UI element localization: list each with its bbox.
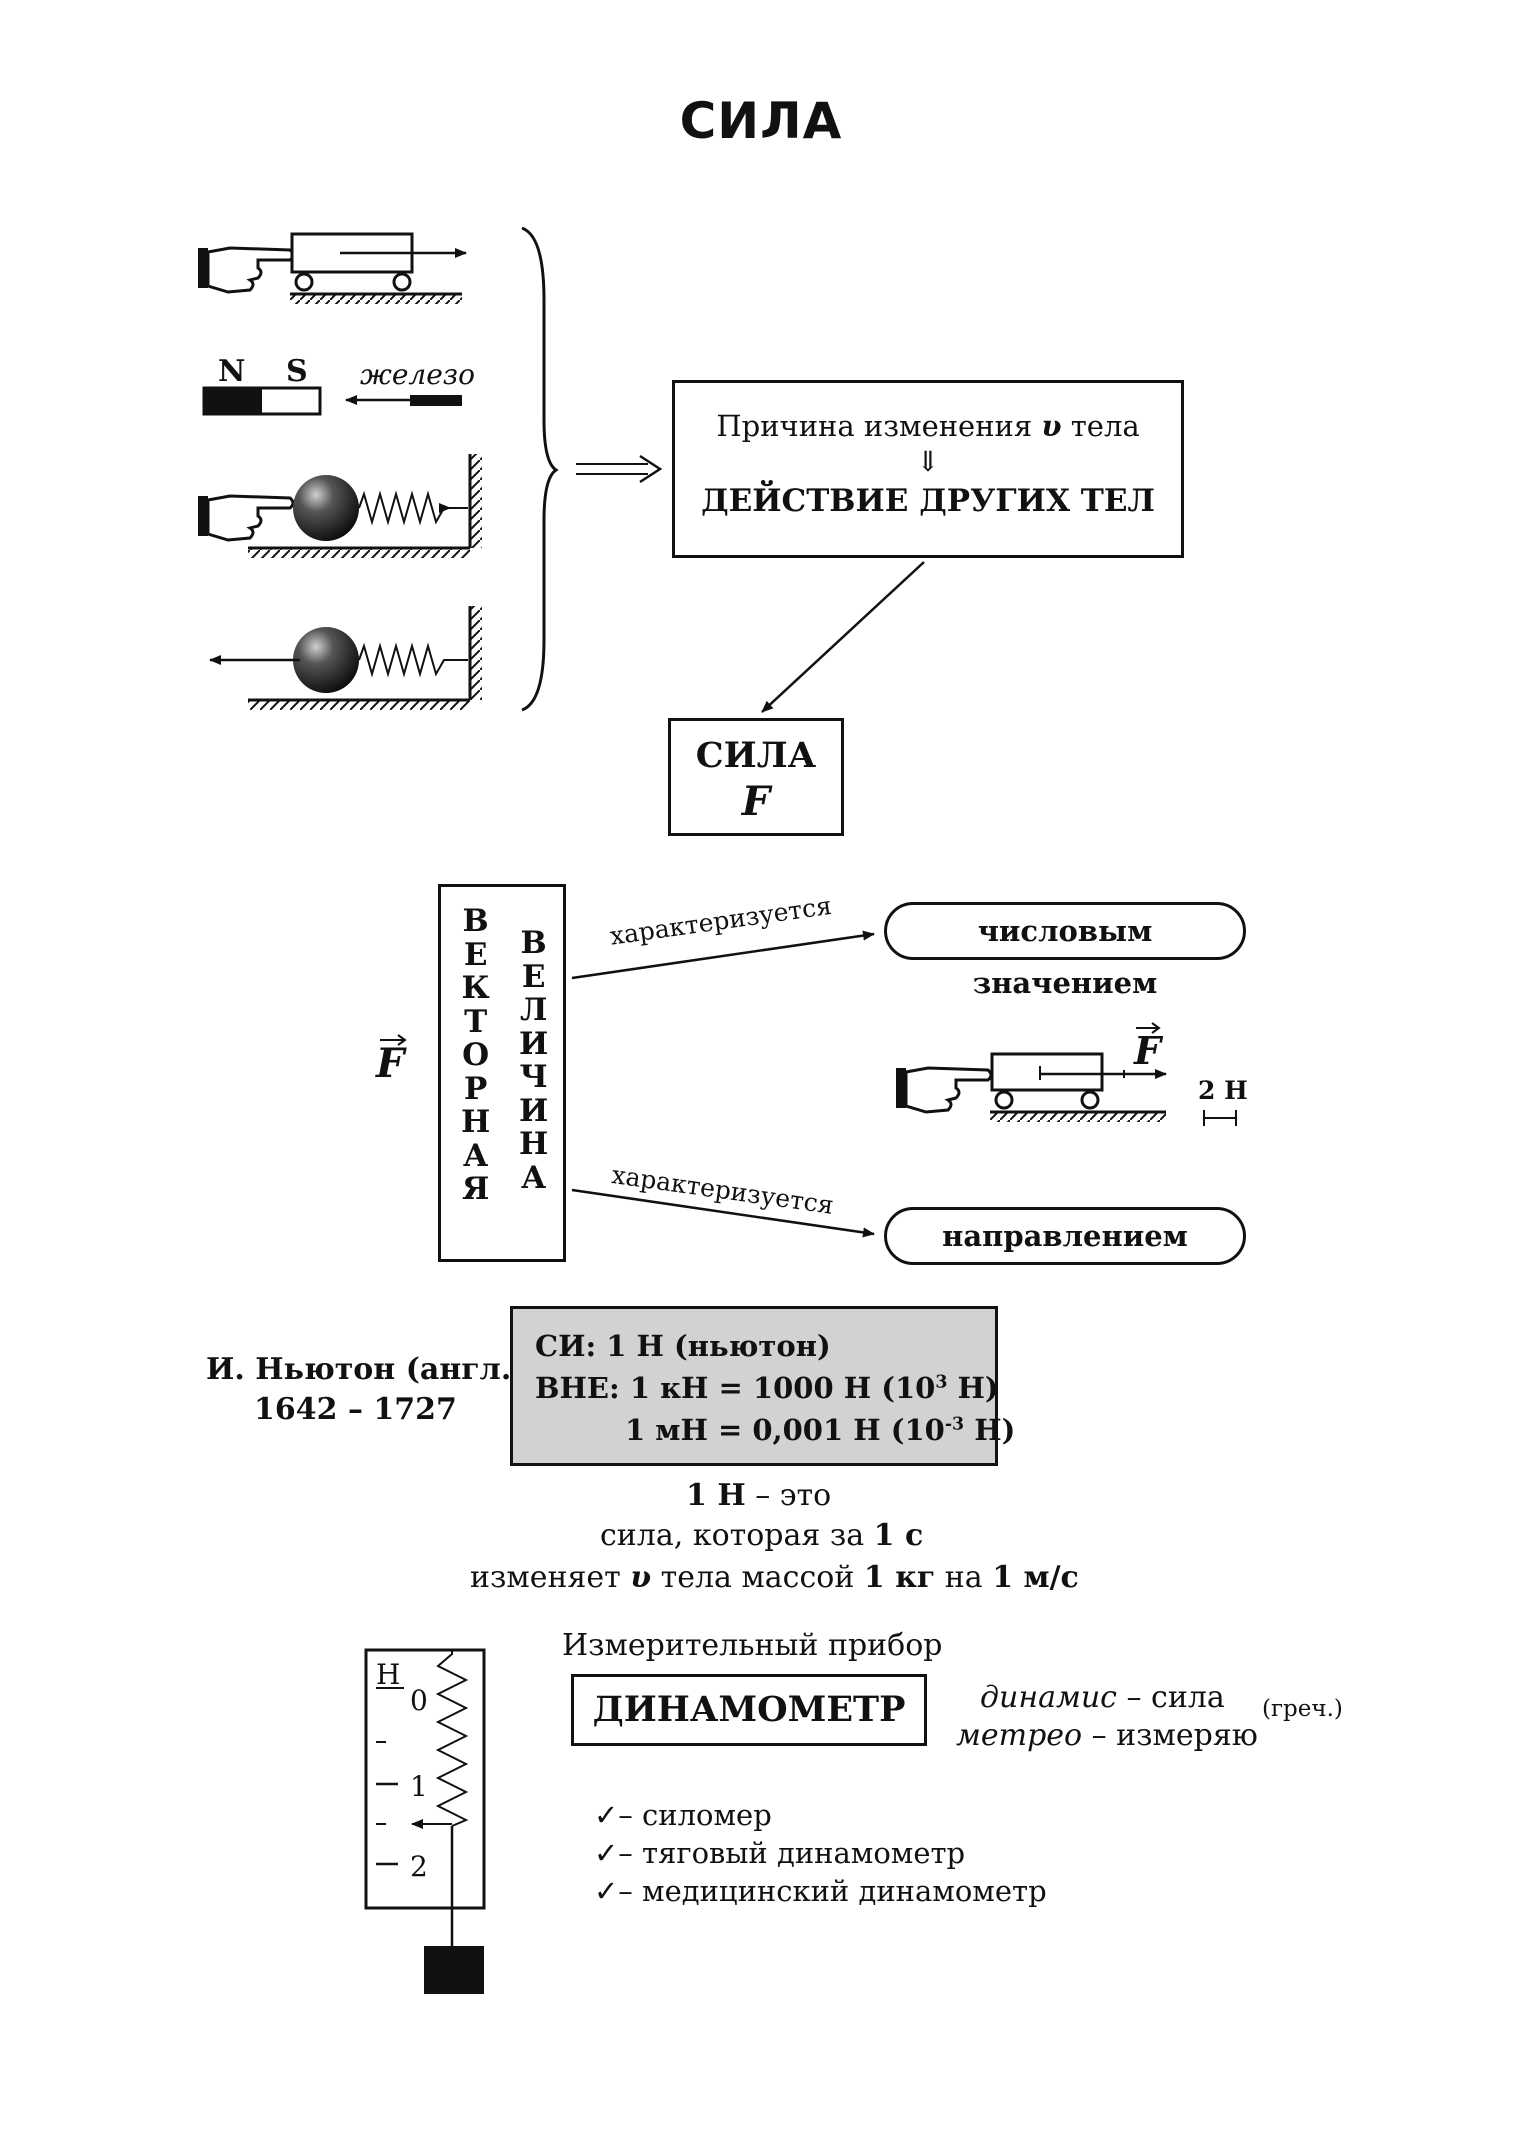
characterizes-arrow-1 xyxy=(571,930,875,980)
vectornaya-letter: В xyxy=(462,903,489,939)
newton-name: И. Ньютон (англ.) xyxy=(206,1352,526,1387)
page-title: СИЛА xyxy=(679,92,843,150)
vectornaya-letter: Я xyxy=(461,1171,490,1207)
velichina-letter: Л xyxy=(519,992,548,1028)
scale-tick-2: 2 xyxy=(410,1850,428,1883)
greek-label: (греч.) xyxy=(1262,1696,1343,1722)
si-units-box: СИ: 1 Н (ньютон) ВНЕ: 1 кН = 1000 Н (103… xyxy=(510,1306,1015,1466)
iron-label: железо xyxy=(360,358,475,391)
list-item: ✓– силомер xyxy=(594,1798,772,1832)
characterizes-arrow-2 xyxy=(571,1188,875,1238)
vector-f-symbol: F xyxy=(376,1040,405,1087)
dynamometer-illustration xyxy=(364,1648,486,1994)
numeric-value-pill: числовым значением xyxy=(884,902,1246,1000)
cart-force-vector-illustration xyxy=(896,1022,1167,1122)
down-double-arrow: ⇓ xyxy=(916,445,940,478)
velichina-letter: Н xyxy=(519,1126,549,1162)
scale-unit-label: Н xyxy=(376,1658,401,1691)
velichina-letter: Ч xyxy=(519,1059,548,1095)
scale-tick-0: 0 xyxy=(410,1684,428,1717)
hand-pushing-cart-illustration xyxy=(198,232,467,304)
cause-line-2: ДЕЙСТВИЕ ДРУГИХ ТЕЛ xyxy=(701,483,1155,519)
ball-spring-release-illustration xyxy=(209,606,482,710)
newton-years: 1642 – 1727 xyxy=(254,1392,457,1427)
magnet-n-label: N xyxy=(218,354,246,389)
velichina-letter: В xyxy=(520,925,547,961)
vectornaya-letter: А xyxy=(463,1137,489,1174)
velichina-letter: И xyxy=(519,1025,549,1062)
force-box: СИЛА F xyxy=(668,718,844,836)
definition-line-2: сила, которая за 1 с xyxy=(600,1518,924,1553)
scale-bar xyxy=(1203,1110,1237,1126)
hand-ball-spring-illustration xyxy=(198,454,482,558)
dynamometer-box: ДИНАМОМЕТР xyxy=(571,1674,927,1746)
definition-line-3: изменяет υ тела массой 1 кг на 1 м/с xyxy=(470,1560,1079,1595)
velichina-letter: И xyxy=(519,1092,549,1129)
vectornaya-letter: Н xyxy=(461,1104,491,1140)
cause-to-force-arrow xyxy=(761,561,925,713)
force-symbol: F xyxy=(741,778,771,825)
check-mark-icon: ✓– xyxy=(594,1798,633,1832)
mn-line: 1 мН = 0,001 Н (10-3 Н) xyxy=(625,1413,1016,1447)
cause-box: Причина изменения υ тела ⇓ ДЕЙСТВИЕ ДРУГ… xyxy=(672,380,1184,558)
magnet-s-label: S xyxy=(286,354,308,389)
vectornaya-letter: К xyxy=(461,970,490,1006)
scale-tick-1: 1 xyxy=(410,1770,428,1803)
list-item: ✓– медицинский динамометр xyxy=(594,1874,1047,1908)
vectornaya-letter: Р xyxy=(463,1070,488,1107)
vectornaya-letter: О xyxy=(462,1037,490,1073)
etymology-1: динамис – сила xyxy=(980,1680,1225,1715)
instrument-caption: Измерительный прибор xyxy=(562,1628,943,1663)
direction-pill: направлением xyxy=(884,1207,1246,1265)
vectornaya-letter: Е xyxy=(463,936,488,973)
velichina-letter: Е xyxy=(521,958,546,995)
etymology-2: метрео – измеряю xyxy=(956,1718,1258,1753)
force-title: СИЛА xyxy=(695,735,817,776)
list-item: ✓– тяговый динамометр xyxy=(594,1836,966,1870)
scale-label: 2 Н xyxy=(1198,1076,1248,1105)
vector-arrow-symbol xyxy=(380,1034,407,1046)
check-mark-icon: ✓– xyxy=(594,1874,633,1908)
si-line: СИ: 1 Н (ньютон) xyxy=(535,1329,831,1363)
cause-line-1: Причина изменения υ тела xyxy=(716,409,1140,443)
vne-line: ВНЕ: 1 кН = 1000 Н (103 Н) xyxy=(535,1371,999,1405)
magnet-and-iron-illustration xyxy=(202,386,462,416)
cart-force-f-label: F xyxy=(1134,1028,1161,1073)
definition-line-1: 1 Н – это xyxy=(686,1478,832,1513)
check-mark-icon: ✓– xyxy=(594,1836,633,1870)
vectornaya-letter: Т xyxy=(464,1003,488,1040)
implies-arrow xyxy=(576,454,663,484)
velichina-letter: А xyxy=(521,1159,547,1196)
curly-brace xyxy=(521,226,559,712)
